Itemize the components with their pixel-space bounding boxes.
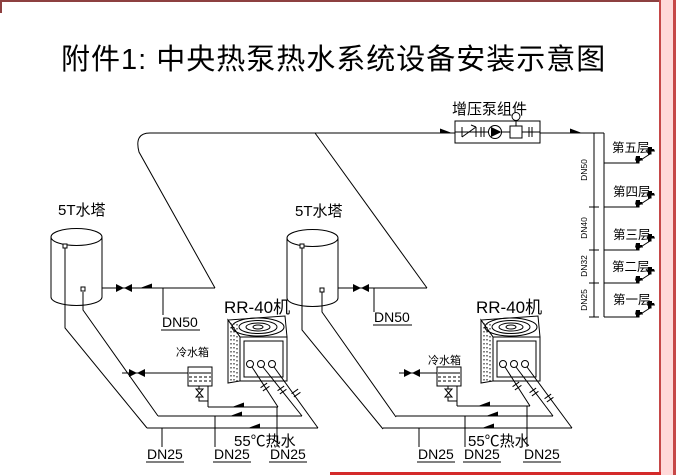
tank-nozzle	[80, 286, 86, 292]
pipe-label: DN25	[418, 446, 454, 462]
unit-2-label: RR-40机	[476, 298, 542, 317]
check-valve-icon	[461, 124, 477, 138]
flow-arrow-icon	[486, 411, 498, 416]
tower-1-label: 5T水塔	[58, 202, 106, 219]
flow-arrow-icon	[232, 402, 244, 407]
tank-nozzle	[299, 243, 305, 249]
unit-port	[257, 360, 265, 368]
union-icon	[291, 388, 301, 398]
floor-label: 第一层	[613, 293, 651, 307]
fan-grille-icon	[231, 317, 285, 337]
faucet-icon	[635, 310, 643, 318]
unit-1-label: RR-40机	[224, 298, 290, 317]
flow-arrow-icon	[570, 128, 582, 133]
faucet-icon	[635, 243, 643, 251]
tower-1-pipe-label: DN50	[162, 314, 198, 330]
page-border-bottom	[330, 472, 661, 475]
water-tower-1: 5T水塔 DN50	[50, 202, 215, 429]
riser-segment-label: DN25	[579, 289, 589, 311]
faucet-icon	[647, 234, 655, 242]
heat-pump-unit-2: RR-40机	[476, 298, 573, 429]
pipe-label: DN25	[214, 446, 250, 462]
riser-segment-label: DN32	[579, 255, 589, 277]
floor-branch-2: 第二层	[604, 260, 655, 284]
tank-1-label: 冷水箱	[176, 345, 209, 359]
hot-water-pipes-1: 55℃热水 DN25 DN25 DN25	[146, 402, 318, 463]
page-title: 附件1: 中央热泵热水系统设备安装示意图	[61, 44, 607, 76]
pipe-label: DN25	[524, 446, 560, 462]
floor-label: 第五层	[612, 141, 650, 155]
hot-water-label-1: 55℃热水	[234, 433, 296, 450]
riser-pipes: DN50 DN40 DN32 DN25 第五层 第四层 第三层	[579, 132, 655, 318]
faucet-icon	[647, 267, 655, 275]
faucet-icon	[635, 200, 643, 208]
tower-2-label: 5T水塔	[295, 203, 343, 220]
booster-pump-label: 增压泵组件	[452, 101, 527, 118]
faucet-icon	[635, 156, 643, 164]
tank-2-label: 冷水箱	[428, 353, 461, 367]
page-border-left-stub	[0, 0, 2, 13]
floor-label: 第三层	[613, 228, 651, 242]
drain-valve-icon	[194, 386, 208, 402]
pressure-gauge-icon	[511, 112, 521, 121]
heat-pump-unit-1: RR-40机	[224, 298, 319, 429]
flow-arrow-icon	[248, 423, 260, 428]
pipe-label: DN25	[270, 446, 306, 462]
faucet-icon	[647, 191, 655, 199]
unit-port	[521, 360, 529, 368]
hot-water-pipes-2: 55℃热水 DN25 DN25 DN25	[383, 401, 572, 463]
flow-arrow-icon	[140, 283, 152, 288]
fan-grille-icon	[484, 317, 538, 337]
page-border-right	[659, 0, 676, 475]
flow-arrow-icon	[230, 411, 242, 416]
unit-port	[268, 360, 276, 368]
page-border-top	[0, 0, 676, 2]
booster-pump-assembly: 增压泵组件	[452, 101, 541, 144]
flow-arrow-icon	[440, 128, 452, 133]
hot-water-label-2: 55℃热水	[468, 433, 530, 450]
floor-branch-4: 第四层	[604, 185, 655, 208]
unit-port	[510, 360, 518, 368]
pipe-label: DN25	[464, 446, 500, 462]
cold-water-tank-1: 冷水箱	[122, 345, 213, 407]
faucet-icon	[635, 276, 643, 284]
floor-branch-3: 第三层	[604, 228, 655, 251]
union-icon	[480, 127, 485, 137]
tower-2-pipe-label: DN50	[374, 309, 410, 325]
riser-segment-label: DN40	[579, 217, 589, 239]
valve-icon	[129, 369, 145, 377]
union-icon	[528, 127, 533, 137]
valve-icon	[353, 284, 369, 292]
drain-valve-icon	[443, 386, 457, 402]
cold-water-tank-2: 冷水箱	[399, 353, 462, 406]
flow-arrow-icon	[478, 401, 490, 406]
tank-nozzle	[62, 243, 68, 249]
pressure-switch-icon	[509, 125, 523, 139]
main-supply-pipe	[137, 128, 604, 289]
unit-port	[499, 360, 507, 368]
tank-nozzle	[319, 287, 325, 293]
faucet-icon	[647, 147, 655, 155]
valve-icon	[404, 369, 420, 377]
floor-branch-5: 第五层	[604, 141, 655, 164]
floor-label: 第二层	[612, 260, 650, 274]
riser-segment-label: DN50	[579, 159, 589, 181]
valve-icon	[116, 284, 132, 292]
unit-port	[246, 360, 254, 368]
water-tower-2: 5T水塔 DN50	[286, 203, 427, 430]
floor-label: 第四层	[613, 185, 651, 199]
pipe-label: DN25	[147, 446, 183, 462]
faucet-icon	[647, 301, 655, 309]
floor-branch-1: 第一层	[604, 293, 655, 318]
flow-arrow-icon	[482, 423, 494, 428]
